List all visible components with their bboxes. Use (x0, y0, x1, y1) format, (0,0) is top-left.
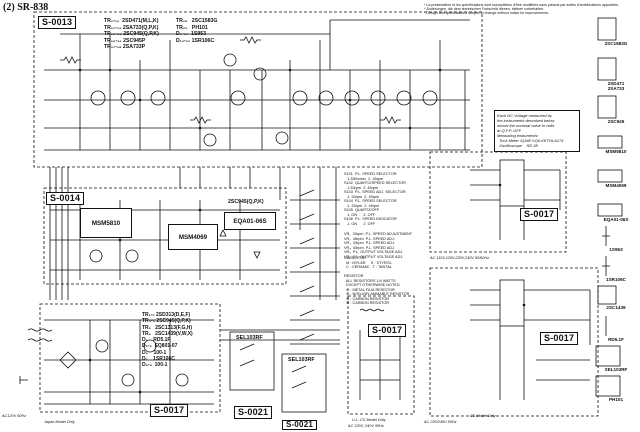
board-label-s0013: S-0013 (38, 16, 77, 29)
power-note-mid-bottom: U.L. CS Model Only (352, 418, 386, 422)
measurement-note: Each DC Voltage measured by the instrume… (497, 113, 564, 148)
part-label: MSM5810 (605, 149, 627, 154)
board-label-s0021-right: S-0021 (282, 420, 317, 430)
page-number: (2) (3, 2, 15, 13)
board-label-s0017-bottom: S-0017 (150, 404, 189, 417)
part-label: 2SC945 (607, 119, 625, 124)
notice-text: * La présentation et les spécifications … (424, 3, 619, 15)
transistor-list-top-col1: TR₁-₁₀ 2SD471(M,L,K) TR₁₁-₁₂ 2SA733(Q,P,… (104, 18, 159, 50)
power-note-right-bottom: AC 220/240V 50Hz (424, 420, 457, 424)
board-label-s0017-right-lower: S-0017 (540, 332, 579, 345)
ic-msm5810: MSM5810 (80, 208, 132, 238)
board-label-s0017-middle: S-0017 (368, 324, 407, 337)
power-note-right-top: AC 110V,120V,220V,240V 50/60Hz (430, 256, 490, 260)
part-label: 2SD471 2SA733 (607, 81, 625, 91)
model-number: SR-838 (17, 2, 49, 13)
power-note-bottom-left-2: Japan Model Only (44, 420, 75, 424)
part-label: 1SR106C (606, 277, 626, 282)
switch-label-sel103rf-right: SEL103RF (288, 357, 315, 363)
part-label: RD5.1F (608, 337, 624, 342)
part-label: 1S953 (609, 247, 623, 252)
ic-transistor-label: 2SC945(Q,P,K) (228, 199, 264, 205)
transistor-list-top-col2: TR₁₉ 2SC1583G TR₂₀ PH101 D₁-₁₀ 1S953 D₁₁… (176, 18, 218, 44)
notice-line: * Design and specifications subject to c… (424, 11, 550, 16)
measurement-note-box: Each DC Voltage measured by the instrume… (494, 110, 580, 152)
power-note-bottom-left: AC120V 60Hz (2, 414, 27, 418)
component-legend: CAPACITOR M : MYLAR S : STYROL C : CERAM… (344, 256, 410, 306)
board-label-s0017-right-upper: S-0017 (520, 208, 559, 221)
notice-line: * La présentation et les spécifications … (424, 3, 619, 7)
notice-line: * Änderungen, die dem technischen Fortsc… (424, 7, 545, 12)
transistor-list-bottom: TR₁-₂ 2SD313(D,E,F) TR₃-₄ 2SC945(Q,P,K) … (142, 312, 193, 368)
page-title: (2) SR-838 (3, 3, 48, 13)
part-label: 2SC1439 (606, 305, 626, 310)
part-label: EQA01-06S (603, 217, 629, 222)
ic-msm4069: MSM4069 (168, 224, 218, 250)
part-label: PH101 (608, 397, 624, 402)
board-label-s0021-left: S-0021 (234, 406, 273, 419)
ic-eqa01: EQA01-06S (224, 212, 276, 230)
power-note-mid-bottom-2: AC 220V, 240V 50Hz (348, 424, 384, 428)
part-label: MSM4069 (605, 183, 627, 188)
part-label: 2SC1583G (604, 41, 628, 46)
part-label: SEL103RF (604, 367, 628, 372)
vr-list: VR₁ 33rpm P.L. SPEED ADJUSTMENT VR₂ 45rp… (344, 232, 413, 259)
board-label-s0014: S-0014 (46, 192, 85, 205)
power-note-right-bottom-2: CS Model Only (470, 414, 496, 418)
switch-label-sel103rf-left: SEL103RF (236, 335, 263, 341)
selector-list: S101 P.L. SPEED SELECTOR 1.33Hz/sec 2. 4… (344, 172, 406, 227)
